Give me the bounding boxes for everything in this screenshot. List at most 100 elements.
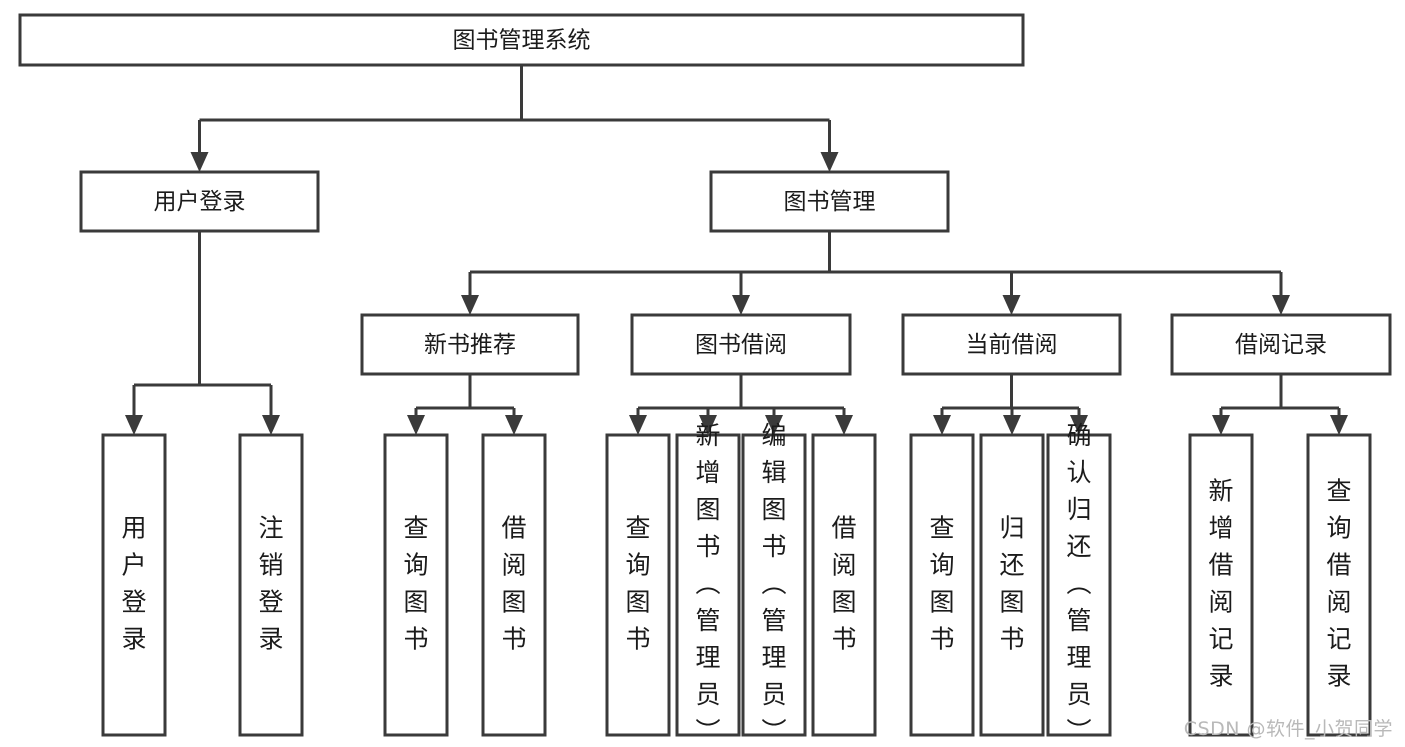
label-char: 阅	[1208, 588, 1233, 617]
node-label-book-management: 图书管理	[784, 189, 876, 215]
node-box-borrow-record	[1170, 313, 1392, 376]
arrow-head-icon	[1330, 415, 1348, 435]
node-leaf-user-login[interactable]: 用户登录	[101, 433, 167, 737]
node-book-management[interactable]: 图书管理	[709, 170, 950, 233]
node-box-current-borrow	[901, 313, 1122, 376]
node-layer: 图书管理系统用户登录图书管理用户登录注销登录新书推荐查询图书借阅图书图书借阅查询…	[18, 13, 1392, 746]
label-char: 借	[1326, 551, 1351, 580]
label-char: ︶	[761, 717, 786, 746]
label-char: 阅	[831, 551, 856, 580]
label-char: 认	[1066, 458, 1091, 487]
node-user-login[interactable]: 用户登录	[79, 170, 320, 233]
label-char: 员	[695, 680, 720, 709]
label-char: 归	[999, 514, 1024, 543]
label-char: 销	[258, 551, 283, 580]
label-char: ︵	[1066, 569, 1091, 598]
node-book-borrow[interactable]: 图书借阅	[630, 313, 852, 376]
node-new-book-recommend[interactable]: 新书推荐	[360, 313, 580, 376]
label-char: 录	[258, 625, 283, 654]
node-label-book-borrow: 图书借阅	[695, 332, 787, 358]
node-current-borrow[interactable]: 当前借阅	[901, 313, 1122, 376]
label-char: 录	[1208, 662, 1233, 691]
label-char: 书	[501, 625, 526, 654]
label-char: 查	[403, 514, 428, 543]
node-label-new-book-recommend: 新书推荐	[424, 332, 516, 358]
label-char: 书	[831, 625, 856, 654]
label-char: 新	[1208, 477, 1233, 506]
label-char: 借	[831, 514, 856, 543]
label-char: 管	[1066, 606, 1091, 635]
label-char: 借	[501, 514, 526, 543]
label-char: ︶	[1066, 717, 1091, 746]
label-char: ︶	[695, 717, 720, 746]
label-char: 理	[761, 643, 786, 672]
label-char: 查	[625, 514, 650, 543]
label-char: 借	[1208, 551, 1233, 580]
arrow-head-icon	[1002, 295, 1021, 315]
arrow-head-icon	[461, 295, 479, 315]
label-char: 增	[695, 458, 720, 487]
label-char: 辑	[761, 458, 786, 487]
label-char: 管	[695, 606, 720, 635]
label-char: 录	[1326, 662, 1351, 691]
label-char: 图	[999, 588, 1024, 617]
label-char: 员	[761, 680, 786, 709]
node-box-leaf-borrow-book-2	[811, 433, 877, 737]
arrow-head-icon	[1070, 415, 1088, 435]
label-char: 理	[1066, 643, 1091, 672]
node-box-leaf-query-book-2	[605, 433, 671, 737]
arrow-head-icon	[505, 415, 523, 435]
node-borrow-record[interactable]: 借阅记录	[1170, 313, 1392, 376]
label-char: 理	[695, 643, 720, 672]
label-char: ︵	[761, 569, 786, 598]
label-char: 书	[999, 625, 1024, 654]
node-label-root: 图书管理系统	[453, 28, 591, 54]
label-char: 图	[695, 495, 720, 524]
node-box-leaf-add-book-admin	[675, 433, 741, 737]
label-char: 记	[1326, 625, 1351, 654]
node-box-root	[18, 13, 1025, 67]
arrow-head-icon	[699, 415, 717, 435]
node-box-leaf-query-borrow-record	[1306, 433, 1372, 737]
arrow-head-icon	[933, 415, 951, 435]
node-box-leaf-confirm-return-admin	[1046, 433, 1112, 737]
arrow-head-icon	[732, 295, 750, 315]
label-char: 书	[625, 625, 650, 654]
arrow-head-icon	[820, 152, 839, 172]
arrow-head-icon	[1272, 295, 1290, 315]
label-char: 图	[831, 588, 856, 617]
label-char: 书	[695, 532, 720, 561]
label-char: 录	[121, 625, 146, 654]
label-char: 询	[929, 551, 954, 580]
label-char: 用	[121, 514, 146, 543]
node-box-book-management	[709, 170, 950, 233]
arrow-head-icon	[407, 415, 425, 435]
node-label-leaf-user-login: 用户登录	[121, 514, 146, 654]
label-char: ︵	[695, 569, 720, 598]
node-box-leaf-user-logout	[238, 433, 304, 737]
node-root[interactable]: 图书管理系统	[18, 13, 1025, 67]
node-box-leaf-edit-book-admin	[741, 433, 807, 737]
